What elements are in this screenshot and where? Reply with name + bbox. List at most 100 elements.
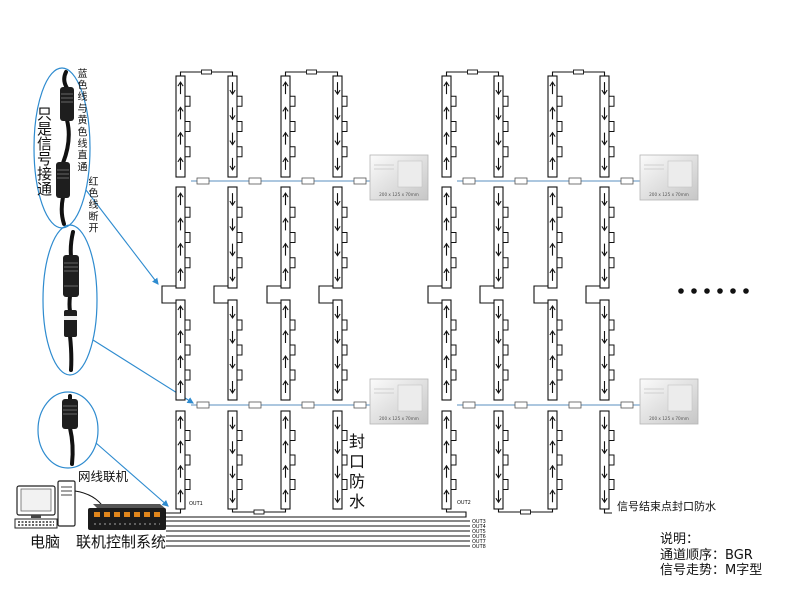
- strip-segment-pad: [450, 344, 457, 356]
- strip-segment-pad: [184, 369, 191, 381]
- arrow-down-icon: [495, 441, 502, 455]
- strip-segment-pad: [184, 430, 191, 441]
- arrow-down-icon: [334, 356, 341, 370]
- arrow-up-icon: [177, 415, 184, 429]
- row-link-wire: [427, 285, 442, 304]
- arrow-up-icon: [282, 304, 289, 318]
- strip-segment-pad: [236, 479, 243, 490]
- row-link-wire: [318, 285, 333, 304]
- arrow-up-icon: [282, 489, 289, 503]
- strip-segment-pad: [236, 257, 243, 269]
- arrow-down-icon: [334, 416, 341, 430]
- arrow-up-icon: [443, 131, 450, 145]
- strip-segment-pad: [289, 454, 296, 466]
- arrow-up-icon: [282, 354, 289, 368]
- strip-segment-pad: [450, 319, 457, 331]
- arrow-down-icon: [229, 465, 236, 479]
- led-strip: [599, 186, 615, 289]
- arrow-up-icon: [177, 192, 184, 206]
- arrow-up-icon: [549, 81, 556, 95]
- controller-body: [88, 508, 166, 530]
- strip-segment-pad: [289, 232, 296, 243]
- arrow-down-icon: [495, 465, 502, 479]
- strip-segment-pad: [608, 121, 615, 132]
- led-strip: [175, 410, 191, 510]
- arrow-up-icon: [282, 440, 289, 454]
- strip-segment-pad: [608, 146, 615, 158]
- arrow-down-icon: [601, 193, 608, 207]
- callout-leader-line: [95, 442, 169, 507]
- led-strip: [547, 410, 563, 510]
- strip-segment-pad: [341, 479, 348, 490]
- arrow-down-icon: [229, 218, 236, 232]
- row-link-wire: [479, 285, 494, 304]
- out3-label: OUT3: [472, 519, 486, 525]
- power-feed-connector: [196, 401, 210, 409]
- seal-waterproof-label: 封口防水: [346, 433, 365, 513]
- strip-segment-pad: [236, 454, 243, 466]
- led-strip: [441, 299, 457, 401]
- arrow-down-icon: [495, 381, 502, 395]
- continuation-dot: [730, 288, 736, 294]
- strip-segment-pad: [608, 479, 615, 490]
- arrow-up-icon: [549, 415, 556, 429]
- strip-segment-pad: [341, 146, 348, 158]
- out6-label: OUT6: [472, 534, 486, 540]
- arrow-up-icon: [282, 156, 289, 170]
- strip-segment-pad: [502, 146, 509, 158]
- strip-segment-pad: [502, 430, 509, 441]
- waterproof-connector-icon: [64, 310, 77, 337]
- output-port: [144, 512, 150, 517]
- power-feed-connector: [514, 401, 528, 409]
- arrow-down-icon: [601, 441, 608, 455]
- power-supply-panel: [397, 160, 423, 188]
- power-feed-connector: [462, 401, 476, 409]
- power-feed-connector: [514, 177, 528, 185]
- arrow-down-icon: [601, 490, 608, 504]
- strip-segment-pad: [502, 232, 509, 243]
- arrow-down-icon: [229, 107, 236, 121]
- led-strip: [599, 75, 615, 178]
- power-supply-icon: 200 x 125 x 70mm: [639, 378, 699, 425]
- out4-label: OUT4: [472, 524, 486, 530]
- strip-segment-pad: [289, 146, 296, 158]
- network-link-label: 网线联机: [78, 469, 129, 484]
- strip-segment-pad: [450, 146, 457, 158]
- strip-segment-pad: [184, 206, 191, 218]
- arrow-down-icon: [334, 157, 341, 171]
- strip-segment-pad: [236, 344, 243, 356]
- strip-segment-pad: [450, 369, 457, 381]
- strip-segment-pad: [450, 257, 457, 269]
- led-strip: [547, 299, 563, 401]
- controller-box-icon: [88, 504, 166, 530]
- waterproof-connector-icon: [56, 162, 70, 198]
- arrow-up-icon: [549, 379, 556, 393]
- callout-oval: [42, 224, 98, 376]
- strip-segment-pad: [608, 454, 615, 466]
- arrow-down-icon: [601, 331, 608, 345]
- strip-segment-pad: [502, 454, 509, 466]
- arrow-down-icon: [601, 132, 608, 146]
- computer-label: 电脑: [30, 533, 61, 551]
- strip-segment-pad: [608, 430, 615, 441]
- power-feed-connector: [568, 401, 582, 409]
- arrow-up-icon: [177, 131, 184, 145]
- arrow-up-icon: [549, 267, 556, 281]
- arrow-down-icon: [495, 356, 502, 370]
- arrow-down-icon: [495, 306, 502, 320]
- arrow-up-icon: [443, 192, 450, 206]
- arrow-up-icon: [549, 304, 556, 318]
- arrow-down-icon: [495, 132, 502, 146]
- led-strip: [441, 410, 457, 510]
- arrow-up-icon: [177, 304, 184, 318]
- strip-segment-pad: [184, 121, 191, 132]
- jumper-connector: [306, 69, 317, 75]
- strip-segment-pad: [236, 146, 243, 158]
- arrow-down-icon: [229, 268, 236, 282]
- arrow-down-icon: [495, 268, 502, 282]
- strip-segment-pad: [450, 479, 457, 490]
- strip-segment-pad: [556, 479, 563, 490]
- power-feed-connector: [301, 401, 315, 409]
- continuation-dot: [717, 288, 723, 294]
